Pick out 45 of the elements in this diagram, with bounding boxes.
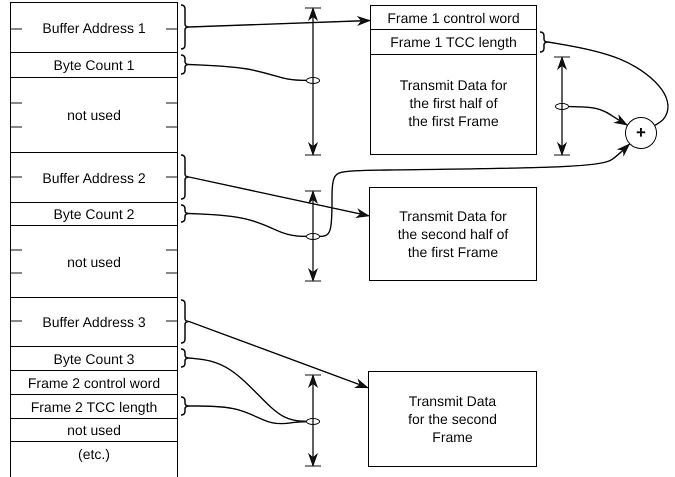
plus-sign: +	[636, 124, 646, 142]
connector-arrow	[188, 176, 370, 218]
cell-label: Buffer Address 3	[42, 313, 146, 331]
cell-label: not used	[67, 252, 121, 270]
connector-arrow	[320, 143, 630, 238]
memory-cell	[10, 297, 178, 346]
cell-label: not used	[67, 106, 121, 124]
memory-cell	[10, 394, 178, 418]
cell-label: Transmit Data for the second half of the first Frame	[396, 207, 510, 261]
cell-label: Buffer Address 2	[42, 168, 146, 186]
cell-label: Byte Count 3	[54, 350, 134, 368]
ellipse-marker	[555, 103, 569, 110]
data-buffer-box	[370, 54, 537, 155]
memory-cell	[10, 441, 178, 477]
memory-cell	[10, 152, 178, 202]
cell-label: Buffer Address 1	[42, 18, 146, 36]
ellipse-marker	[306, 77, 320, 84]
connector-arrow	[188, 320, 369, 388]
data-buffer-box	[368, 371, 537, 467]
memory-cell	[10, 52, 178, 77]
ellipse-marker	[306, 233, 320, 240]
cell-label: (etc.)	[78, 445, 110, 463]
memory-cell	[10, 2, 178, 52]
ellipse-marker	[306, 418, 320, 425]
cell-label: Frame 1 control word	[387, 8, 520, 26]
frame-field-box	[370, 5, 537, 30]
memory-cell	[10, 346, 178, 370]
cell-label: Transmit Data for the second Frame	[408, 392, 497, 446]
cell-label: Byte Count 2	[54, 205, 134, 223]
cell-label: Frame 2 TCC length	[30, 398, 158, 416]
frame-field-box	[370, 29, 537, 55]
connector-arrow	[569, 106, 628, 126]
memory-cell	[10, 77, 178, 152]
cell-label: Byte Count 1	[54, 56, 134, 74]
data-buffer-box	[369, 187, 537, 281]
memory-cell	[10, 202, 178, 225]
cell-label: Frame 2 control word	[28, 374, 160, 392]
cell-label: Frame 1 TCC length	[390, 33, 517, 51]
memory-cell	[10, 418, 178, 441]
memory-cell	[10, 225, 178, 297]
cell-label: not used	[67, 421, 121, 439]
cell-label: Transmit Data for the first half of the first Frame	[399, 76, 508, 130]
sum-circle	[625, 117, 657, 149]
memory-cell	[10, 370, 178, 394]
connector-arrow	[188, 16, 371, 28]
